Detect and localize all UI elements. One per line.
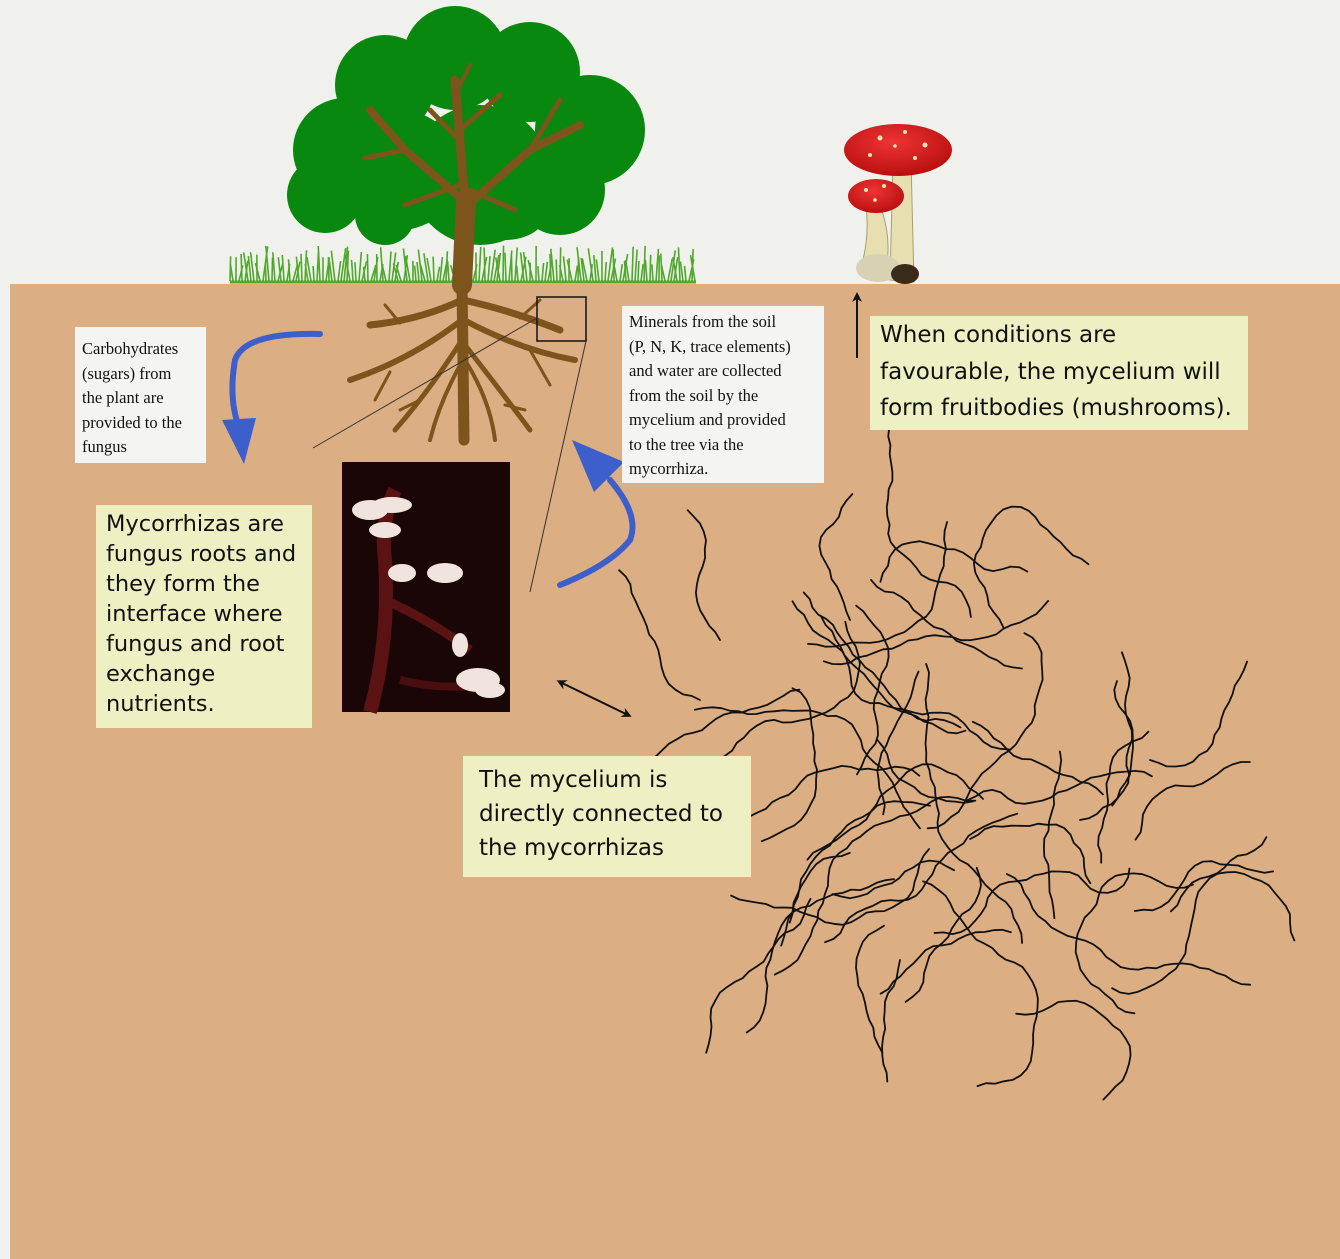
zoom-indicator — [312, 296, 587, 593]
flow-arrow — [557, 440, 636, 588]
double-arrow — [556, 680, 632, 717]
mycorrhiza-photo — [342, 462, 510, 714]
mycelium-label: The mycelium is directly connected to th… — [463, 756, 751, 877]
fruitbodies-label: When conditions are favourable, the myce… — [870, 316, 1248, 430]
flow-arrow — [222, 330, 323, 464]
mushroom — [844, 124, 952, 284]
tree-trunk — [362, 63, 584, 295]
minerals-label: Minerals from the soil (P, N, K, trace e… — [622, 306, 824, 483]
sky — [0, 0, 1340, 285]
grass — [229, 245, 696, 282]
tree-roots — [347, 276, 578, 446]
tree-canopy — [287, 6, 645, 245]
mycorrhizas-label: Mycorrhizas are fungus roots and they fo… — [96, 505, 312, 728]
carbohydrates-label: Carbohydrates (sugars) from the plant ar… — [75, 327, 206, 463]
